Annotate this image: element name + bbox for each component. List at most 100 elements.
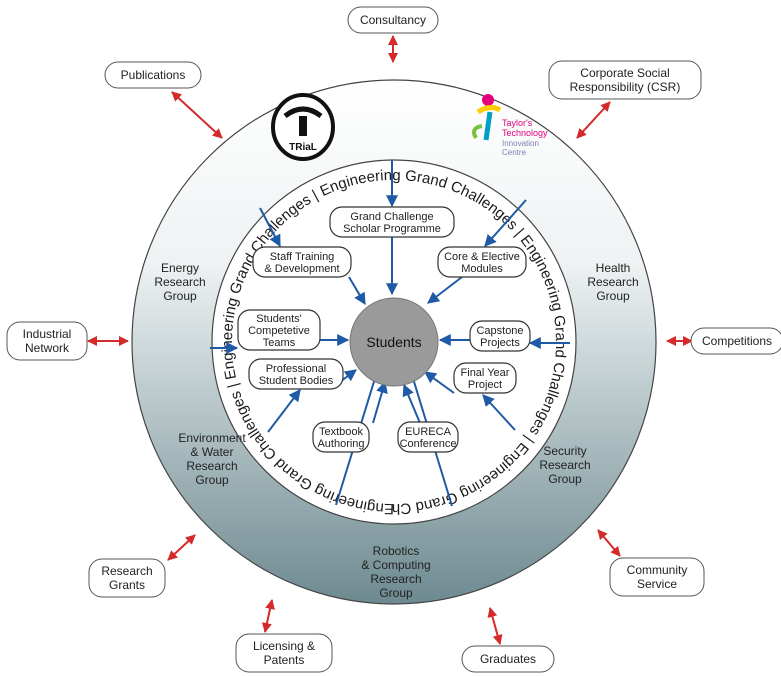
health-group-label: Group <box>596 289 630 303</box>
blue-arrow <box>259 207 281 248</box>
security-group-label: Group <box>548 472 582 486</box>
environment-water-group-label: & Water <box>191 445 234 459</box>
trial-logo-text: TRiaL <box>289 142 317 153</box>
staff-training-label: & Development <box>264 263 339 275</box>
textbook-box <box>312 421 370 453</box>
research-groups: EnergyResearchGroupHealthResearchGroupEn… <box>154 261 638 600</box>
eureca-label: EURECA <box>405 426 452 438</box>
industrial-network-label: Network <box>25 341 70 355</box>
textbook-label: Textbook <box>319 426 364 438</box>
community-service-label: Community <box>627 563 688 577</box>
red-double-arrow <box>167 534 196 561</box>
research-grants-box <box>88 558 166 598</box>
robotics-computing-group-label: Robotics <box>373 544 420 558</box>
industrial-network-box <box>6 321 88 361</box>
publications-label: Publications <box>121 68 186 82</box>
trial-logo: TRiaL <box>271 93 335 161</box>
core-elective-label: Core & Elective <box>444 251 520 263</box>
eureca-box <box>397 421 459 453</box>
red-double-arrow <box>576 101 611 139</box>
competitive-teams-label: Students' <box>256 313 302 325</box>
taylors-line4: Centre <box>502 148 527 157</box>
blue-arrow <box>402 383 421 424</box>
environment-water-group-label: Research <box>186 459 237 473</box>
red-double-arrow <box>171 91 223 139</box>
graduates-label: Graduates <box>480 652 536 666</box>
energy-group-label: Energy <box>161 261 199 275</box>
consultancy-node: Consultancy <box>347 6 439 34</box>
csr-label: Corporate Social <box>580 66 669 80</box>
research-grants-label: Grants <box>109 578 145 592</box>
staff-training-box <box>252 246 352 278</box>
red-double-arrow <box>262 599 275 633</box>
research-grants-label: Research <box>101 564 152 578</box>
taylors-line1: Taylor's <box>502 118 533 128</box>
taylors-technology-logo: Taylor's Technology Innovation Centre <box>472 94 548 157</box>
blue-arrow <box>267 389 301 433</box>
competitions-box <box>690 327 781 355</box>
professional-bodies-box <box>248 358 344 390</box>
taylors-line2: Technology <box>502 128 548 138</box>
csr-box <box>548 60 702 100</box>
licensing-patents-node: Licensing &Patents <box>235 633 333 673</box>
licensing-patents-label: Patents <box>264 653 305 667</box>
health-group-label: Health <box>596 261 631 275</box>
blue-arrow <box>427 276 463 304</box>
blue-arrow <box>372 380 388 424</box>
students-label: Students <box>366 334 421 350</box>
blue-arrow <box>482 394 516 431</box>
publications-box <box>104 61 202 89</box>
industrial-network-label: Industrial <box>23 327 72 341</box>
final-year-label: Final Year <box>461 367 510 379</box>
professional-bodies-label: Professional <box>266 363 327 375</box>
textbook-label: Authoring <box>317 438 364 450</box>
grand-challenge-scholar-label: Scholar Programme <box>343 223 441 235</box>
core-elective-box <box>437 246 527 278</box>
final-year-label: Project <box>468 379 502 391</box>
red-double-arrow <box>597 529 621 557</box>
competitive-teams-label: Competetive <box>248 325 310 337</box>
graduates-node: Graduates <box>461 645 555 673</box>
students-node <box>349 297 439 387</box>
core-elective-label: Modules <box>461 263 503 275</box>
security-group-label: Research <box>539 458 590 472</box>
competitive-teams-label: Teams <box>263 337 296 349</box>
security-group-label: Security <box>543 444 586 458</box>
taylors-line3: Innovation <box>502 139 539 148</box>
capstone-label: Capstone <box>476 325 523 337</box>
competitions-node: Competitions <box>690 327 781 355</box>
robotics-computing-group-label: & Computing <box>361 558 430 572</box>
csr-label: Responsibility (CSR) <box>570 80 681 94</box>
publications-node: Publications <box>104 61 202 89</box>
environment-water-group-label: Group <box>195 473 229 487</box>
blue-arrow <box>484 199 527 247</box>
competitive-teams-box <box>237 309 321 351</box>
consultancy-box <box>347 6 439 34</box>
blue-arrow <box>424 371 455 394</box>
eureca-label: Conference <box>400 438 457 450</box>
external-link-arrows <box>87 35 693 645</box>
grand-challenge-scholar-label: Grand Challenge <box>350 211 433 223</box>
red-double-arrow <box>487 607 503 645</box>
robotics-computing-group-label: Research <box>370 572 421 586</box>
capstone-box <box>469 320 531 352</box>
energy-group-label: Research <box>154 275 205 289</box>
health-group-label: Research <box>587 275 638 289</box>
capstone-label: Projects <box>480 337 520 349</box>
grand-challenge-scholar-box <box>329 206 455 238</box>
community-service-label: Service <box>637 577 677 591</box>
graduates-box <box>461 645 555 673</box>
professional-bodies-label: Student Bodies <box>259 375 334 387</box>
